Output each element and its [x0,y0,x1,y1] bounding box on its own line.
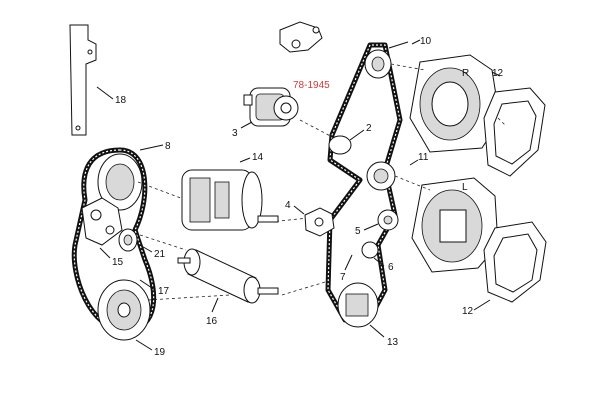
callout-19: 19 [154,347,166,358]
pulley-13: 13 [337,282,399,348]
callout-12-upper: 12 [492,68,504,79]
fan-housing-11: 11 L [409,152,499,273]
bracket-18: 18 [69,24,127,136]
bracket-4: 4 [285,200,335,237]
callout-7: 7 [340,272,346,283]
callout-21: 21 [154,249,166,260]
shroud-12-upper: 12 [483,68,546,177]
callout-13: 13 [387,337,399,348]
fan-rotation-l: L [462,182,468,193]
idler-2: 2 [328,123,372,155]
idler-5: 5 [355,209,399,237]
callout-15: 15 [112,257,124,268]
callout-14: 14 [252,152,264,163]
alternator-3: 3 [232,87,299,139]
motor-14: 14 [181,152,279,231]
fan-rotation-r: R [462,68,469,79]
callout-6: 6 [388,262,394,273]
top-bracket [279,21,323,53]
callout-12-lower: 12 [462,306,474,317]
tensioner-15: 15 [81,197,124,268]
shroud-12-lower: 12 [462,221,547,317]
callout-2: 2 [366,123,372,134]
callout-8: 8 [165,141,171,152]
callout-18: 18 [115,95,127,106]
callout-16: 16 [206,316,218,327]
callout-4: 4 [285,200,291,211]
pulley-mid [366,161,396,191]
callout-10: 10 [420,36,432,47]
fan-housing-10: 10 R [409,36,501,153]
roller-16: 16 [177,248,279,327]
callout-3: 3 [232,128,238,139]
callout-11: 11 [418,152,429,163]
idler-21: 21 [118,228,166,260]
part-number-label: 78-1945 [293,80,330,91]
pulley-19: 19 [97,279,166,358]
callout-17: 17 [158,286,170,297]
idler-6: 6 [361,241,394,273]
callout-5: 5 [355,226,361,237]
pulley-top [364,49,392,79]
